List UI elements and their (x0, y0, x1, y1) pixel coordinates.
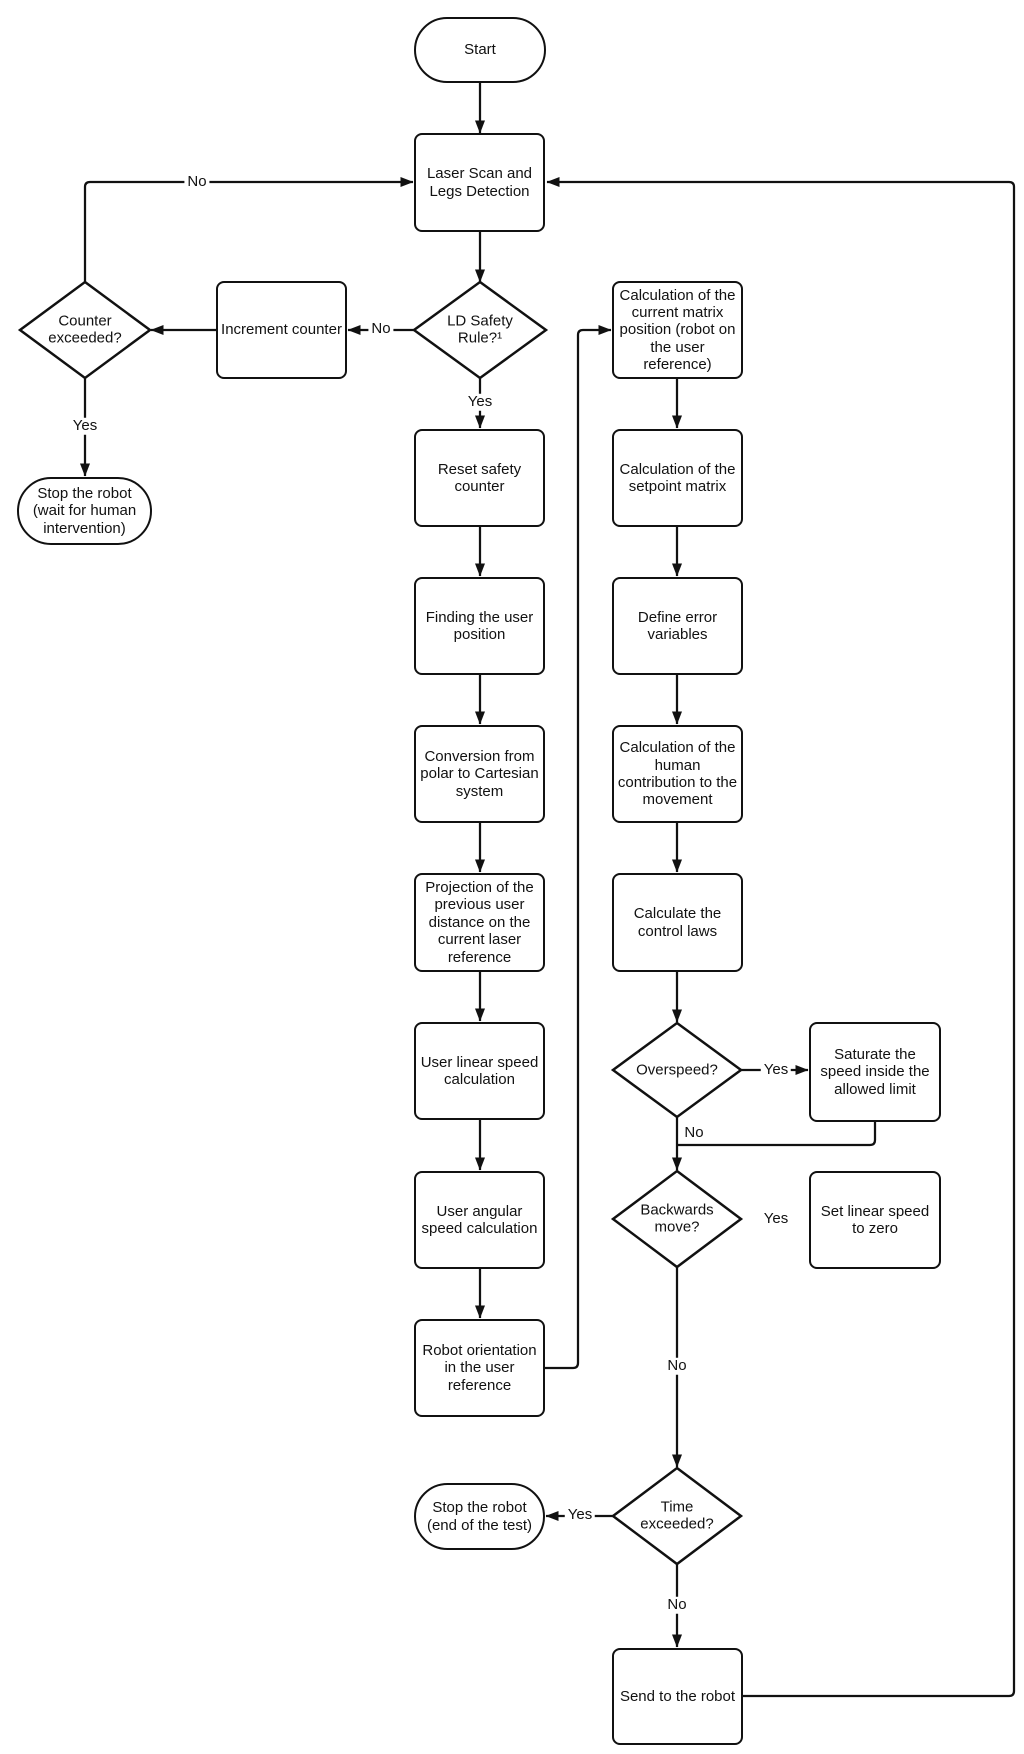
node-send-to-robot-label: Send to the robot (619, 1687, 736, 1705)
node-saturate-speed: Saturate the speed inside the allowed li… (809, 1022, 941, 1122)
node-overspeed-shape (610, 1021, 744, 1119)
node-counter-exceeded-shape (17, 280, 153, 380)
node-stop-robot-end: Stop the robot (end of the test) (414, 1483, 545, 1550)
node-projection-previous-distance: Projection of the previous user distance… (414, 873, 545, 972)
node-set-linear-speed-zero: Set linear speed to zero (809, 1171, 941, 1269)
edge-counter-laser-no (83, 177, 414, 282)
edge-label-backwards-yes: Yes (760, 1210, 792, 1228)
node-start-label: Start (464, 41, 496, 59)
node-calc-setpoint-matrix-label: Calculation of the setpoint matrix (619, 460, 736, 495)
node-laser-scan: Laser Scan and Legs Detection (414, 133, 545, 232)
node-conversion-polar-cartesian: Conversion from polar to Cartesian syste… (414, 725, 545, 823)
edge-label-ld-no: No (368, 320, 394, 338)
node-send-to-robot: Send to the robot (612, 1648, 743, 1745)
node-counter-exceeded-label: Counter exceeded? (48, 312, 122, 347)
edge-label-overspeed-no: No (681, 1124, 707, 1142)
node-backwards-move-label: Backwards move? (640, 1201, 714, 1236)
edge-label-time-no: No (664, 1596, 690, 1614)
node-time-exceeded-shape (610, 1466, 744, 1566)
node-increment-counter: Increment counter (216, 281, 347, 379)
node-increment-counter-label: Increment counter (221, 321, 342, 339)
node-laser-scan-label: Laser Scan and Legs Detection (426, 165, 533, 200)
edge-label-counter-yes: Yes (69, 417, 101, 435)
node-reset-safety-counter-label: Reset safety counter (437, 460, 522, 495)
node-robot-orientation-label: Robot orientation in the user reference (422, 1341, 537, 1394)
edge-saturate-merge (678, 1122, 877, 1147)
edge-label-time-yes: Yes (564, 1506, 596, 1524)
node-calc-current-matrix-label: Calculation of the current matrix positi… (619, 286, 736, 374)
node-time-exceeded-label: Time exceeded? (640, 1498, 714, 1533)
node-projection-previous-distance-label: Projection of the previous user distance… (425, 879, 534, 966)
edge-label-ld-yes: Yes (464, 393, 496, 411)
node-ld-safety-shape (411, 280, 549, 380)
node-calculate-control-laws: Calculate the control laws (612, 873, 743, 972)
node-saturate-speed-label: Saturate the speed inside the allowed li… (820, 1045, 930, 1098)
edge-label-backwards-no: No (664, 1357, 690, 1375)
node-calc-human-contribution-label: Calculation of the human contribution to… (617, 739, 738, 809)
node-user-angular-speed: User angular speed calculation (414, 1171, 545, 1269)
node-user-angular-speed-label: User angular speed calculation (421, 1202, 538, 1237)
node-start: Start (414, 17, 546, 83)
node-user-linear-speed: User linear speed calculation (414, 1022, 545, 1120)
edge-label-counter-no: No (184, 173, 210, 191)
node-calculate-control-laws-label: Calculate the control laws (633, 905, 722, 940)
node-user-linear-speed-label: User linear speed calculation (420, 1053, 539, 1088)
node-stop-robot-wait-label: Stop the robot (wait for human intervent… (32, 484, 137, 537)
node-reset-safety-counter: Reset safety counter (414, 429, 545, 527)
node-robot-orientation: Robot orientation in the user reference (414, 1319, 545, 1417)
node-define-error-variables-label: Define error variables (637, 608, 718, 643)
node-stop-robot-wait: Stop the robot (wait for human intervent… (17, 477, 152, 545)
node-calc-setpoint-matrix: Calculation of the setpoint matrix (612, 429, 743, 527)
node-overspeed-label: Overspeed? (636, 1061, 718, 1079)
node-stop-robot-end-label: Stop the robot (end of the test) (426, 1499, 533, 1534)
node-define-error-variables: Define error variables (612, 577, 743, 675)
node-finding-user-position: Finding the user position (414, 577, 545, 675)
node-calc-current-matrix: Calculation of the current matrix positi… (612, 281, 743, 379)
edge-send-laser-return (546, 177, 1016, 1698)
edge-label-overspeed-yes: Yes (760, 1061, 792, 1079)
node-backwards-move-shape (610, 1169, 744, 1269)
node-set-linear-speed-zero-label: Set linear speed to zero (820, 1202, 930, 1237)
node-ld-safety-label: LD Safety Rule?¹ (447, 312, 513, 347)
edge-robotorient-calccurrent (545, 325, 612, 1370)
node-conversion-polar-cartesian-label: Conversion from polar to Cartesian syste… (420, 747, 539, 800)
node-calc-human-contribution: Calculation of the human contribution to… (612, 725, 743, 823)
node-finding-user-position-label: Finding the user position (425, 608, 534, 643)
